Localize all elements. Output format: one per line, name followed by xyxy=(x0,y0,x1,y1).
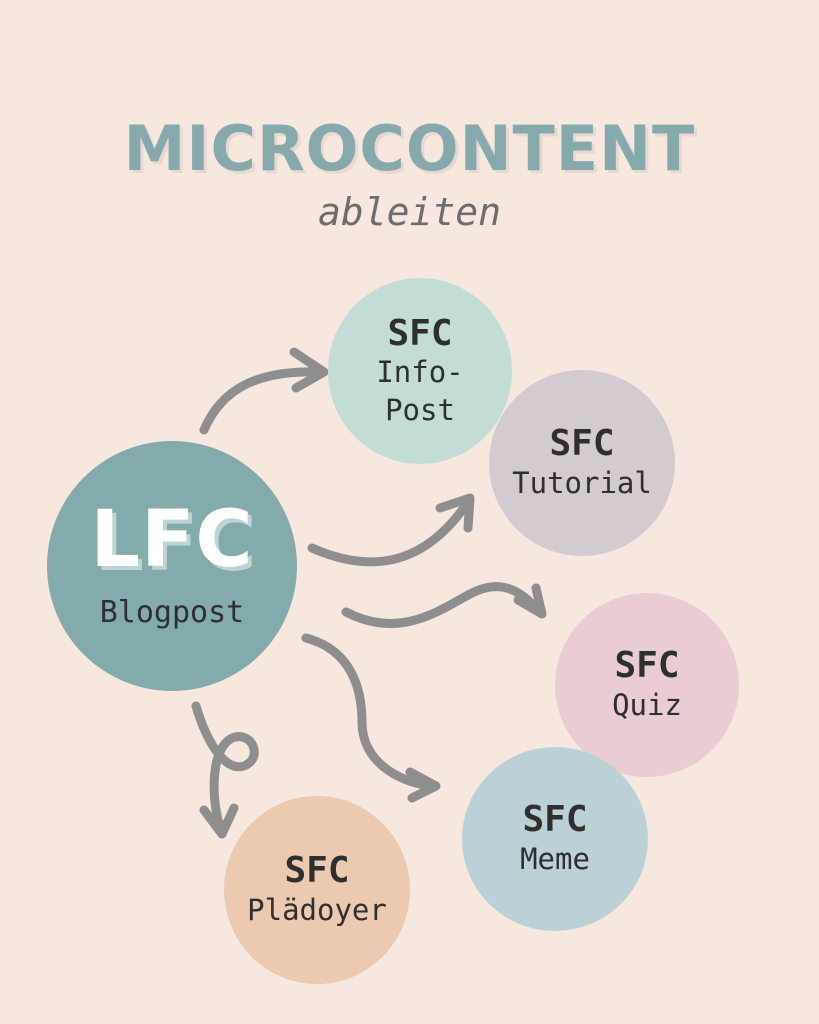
sfc-node-quiz: SFC Quiz xyxy=(555,593,739,777)
arrow-to-pladoyer xyxy=(191,701,259,833)
node-label: Meme xyxy=(520,841,590,876)
page-subtitle: ableiten xyxy=(317,190,502,234)
lfc-sub-label: Blogpost xyxy=(99,594,245,630)
sfc-node-tutorial: SFC Tutorial xyxy=(489,370,675,556)
sfc-node-pladoyer: SFC Plädoyer xyxy=(224,796,410,984)
arrow-head-quiz xyxy=(513,583,547,619)
node-head: SFC xyxy=(284,850,350,892)
lfc-node: LFC Blogpost xyxy=(47,441,297,691)
arrow-head-info-post xyxy=(289,347,329,393)
node-head: SFC xyxy=(522,799,588,841)
node-head: SFC xyxy=(614,645,680,687)
arrow-to-tutorial xyxy=(307,497,473,567)
arrow-head-tutorial xyxy=(435,493,475,533)
node-label: Tutorial xyxy=(512,465,652,500)
arrow-to-quiz xyxy=(341,582,543,628)
node-label: Quiz xyxy=(612,687,682,722)
node-label-2: Post xyxy=(385,392,455,427)
arrow-to-meme xyxy=(301,633,437,791)
arrow-head-pladoyer xyxy=(199,803,239,839)
lfc-label: LFC xyxy=(90,494,254,585)
arrow-head-meme xyxy=(405,767,441,803)
page-title: MICROCONTENT xyxy=(123,112,696,185)
sfc-node-meme: SFC Meme xyxy=(462,747,648,931)
node-label: Info- xyxy=(376,355,464,389)
node-head: SFC xyxy=(387,312,453,354)
sfc-node-info-post: SFC Info- Post xyxy=(328,278,512,464)
node-label: Plädoyer xyxy=(247,892,387,927)
arrow-to-info-post xyxy=(199,367,325,435)
node-head: SFC xyxy=(549,423,615,465)
